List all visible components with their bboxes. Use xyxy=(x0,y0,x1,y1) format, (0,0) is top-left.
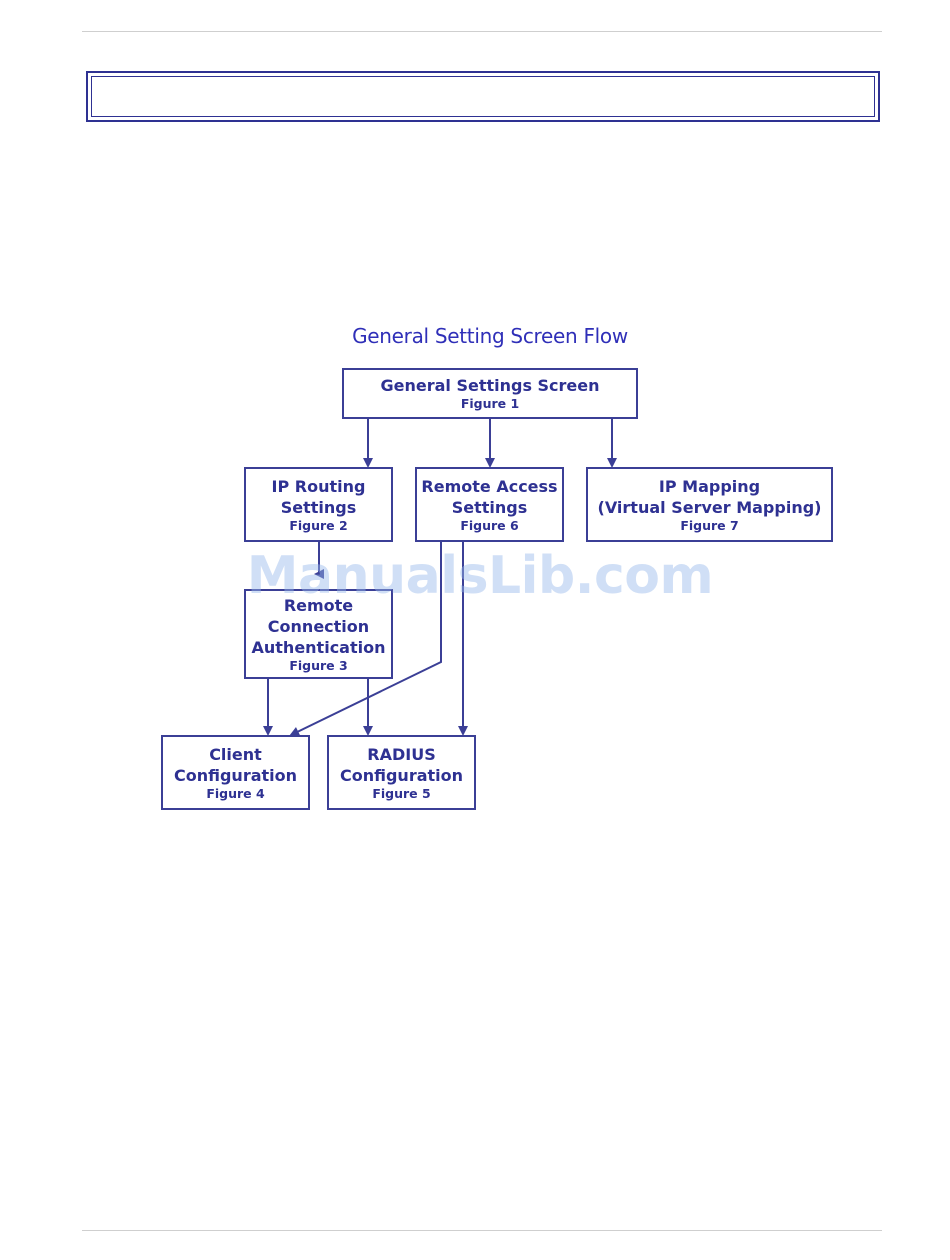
node-label: Remote Connection Authentication xyxy=(252,595,386,658)
node-label: Client Configuration xyxy=(174,744,297,786)
node-ip-routing-settings: IP Routing Settings Figure 2 xyxy=(244,467,393,542)
edge-iprouting-remoteconn xyxy=(316,542,319,574)
node-figure: Figure 6 xyxy=(460,518,518,534)
node-figure: Figure 2 xyxy=(289,518,347,534)
diagram-title: General Setting Screen Flow xyxy=(300,324,680,348)
node-figure: Figure 3 xyxy=(289,658,347,674)
header-frame xyxy=(86,71,880,122)
node-remote-connection-authentication: Remote Connection Authentication Figure … xyxy=(244,589,393,679)
node-figure: Figure 7 xyxy=(680,518,738,534)
top-rule xyxy=(82,31,882,32)
node-radius-configuration: RADIUS Configuration Figure 5 xyxy=(327,735,476,810)
node-remote-access-settings: Remote Access Settings Figure 6 xyxy=(415,467,564,542)
bottom-rule xyxy=(82,1230,882,1231)
node-figure: Figure 1 xyxy=(461,396,519,412)
node-general-settings-screen: General Settings Screen Figure 1 xyxy=(342,368,638,419)
node-label: IP Mapping (Virtual Server Mapping) xyxy=(598,476,822,518)
node-label: Remote Access Settings xyxy=(421,476,557,518)
node-label: IP Routing Settings xyxy=(272,476,366,518)
node-ip-mapping: IP Mapping (Virtual Server Mapping) Figu… xyxy=(586,467,833,542)
node-figure: Figure 5 xyxy=(372,786,430,802)
node-figure: Figure 4 xyxy=(206,786,264,802)
node-label: General Settings Screen xyxy=(380,375,599,396)
node-label: RADIUS Configuration xyxy=(340,744,463,786)
node-client-configuration: Client Configuration Figure 4 xyxy=(161,735,310,810)
header-frame-inner xyxy=(91,76,875,117)
